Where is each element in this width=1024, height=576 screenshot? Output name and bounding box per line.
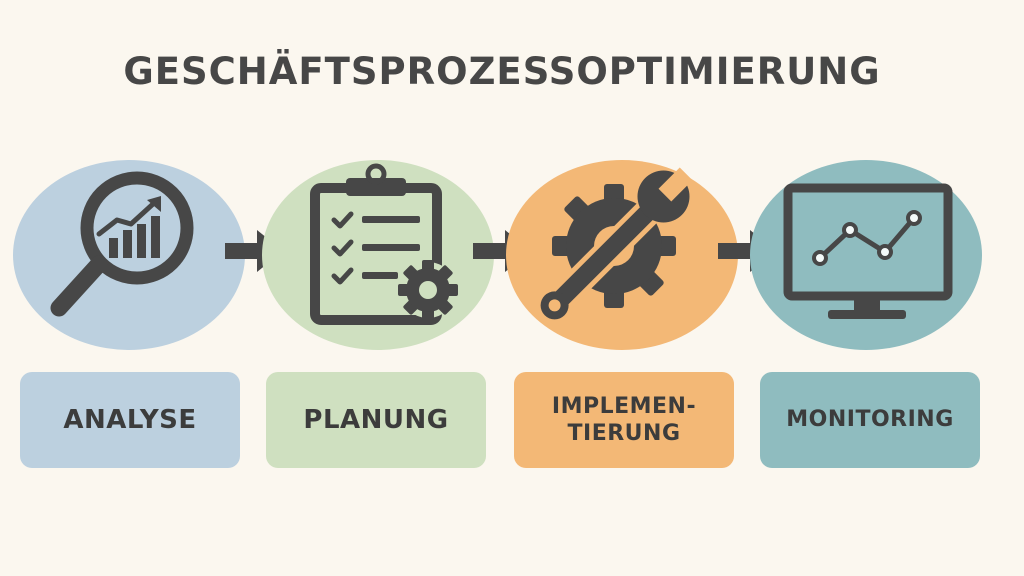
diagram-title: GESCHÄFTSPROZESSOPTIMIERUNG: [123, 50, 881, 93]
monitor-line-chart-icon: [783, 183, 953, 319]
label-text-line2: TIERUNG: [567, 421, 681, 446]
label-implementierung: IMPLEMEN- TIERUNG: [514, 372, 734, 468]
stage-monitoring-circle: [750, 160, 982, 350]
label-text: ANALYSE: [63, 404, 197, 435]
gear-wrench-icon: [540, 167, 693, 320]
clipboard-checklist-gear-icon: [310, 163, 458, 325]
magnifier-bar-chart-icon: [50, 171, 194, 317]
label-text: MONITORING: [786, 407, 954, 433]
stage-analyse-circle: [13, 160, 245, 350]
stage-implementierung-circle: [506, 160, 738, 350]
label-analyse: ANALYSE: [20, 372, 240, 468]
label-planung: PLANUNG: [266, 372, 486, 468]
label-text-line1: IMPLEMEN-: [551, 393, 697, 419]
label-monitoring: MONITORING: [760, 372, 980, 468]
label-text: PLANUNG: [303, 404, 449, 435]
stage-planung-circle: [262, 160, 494, 350]
